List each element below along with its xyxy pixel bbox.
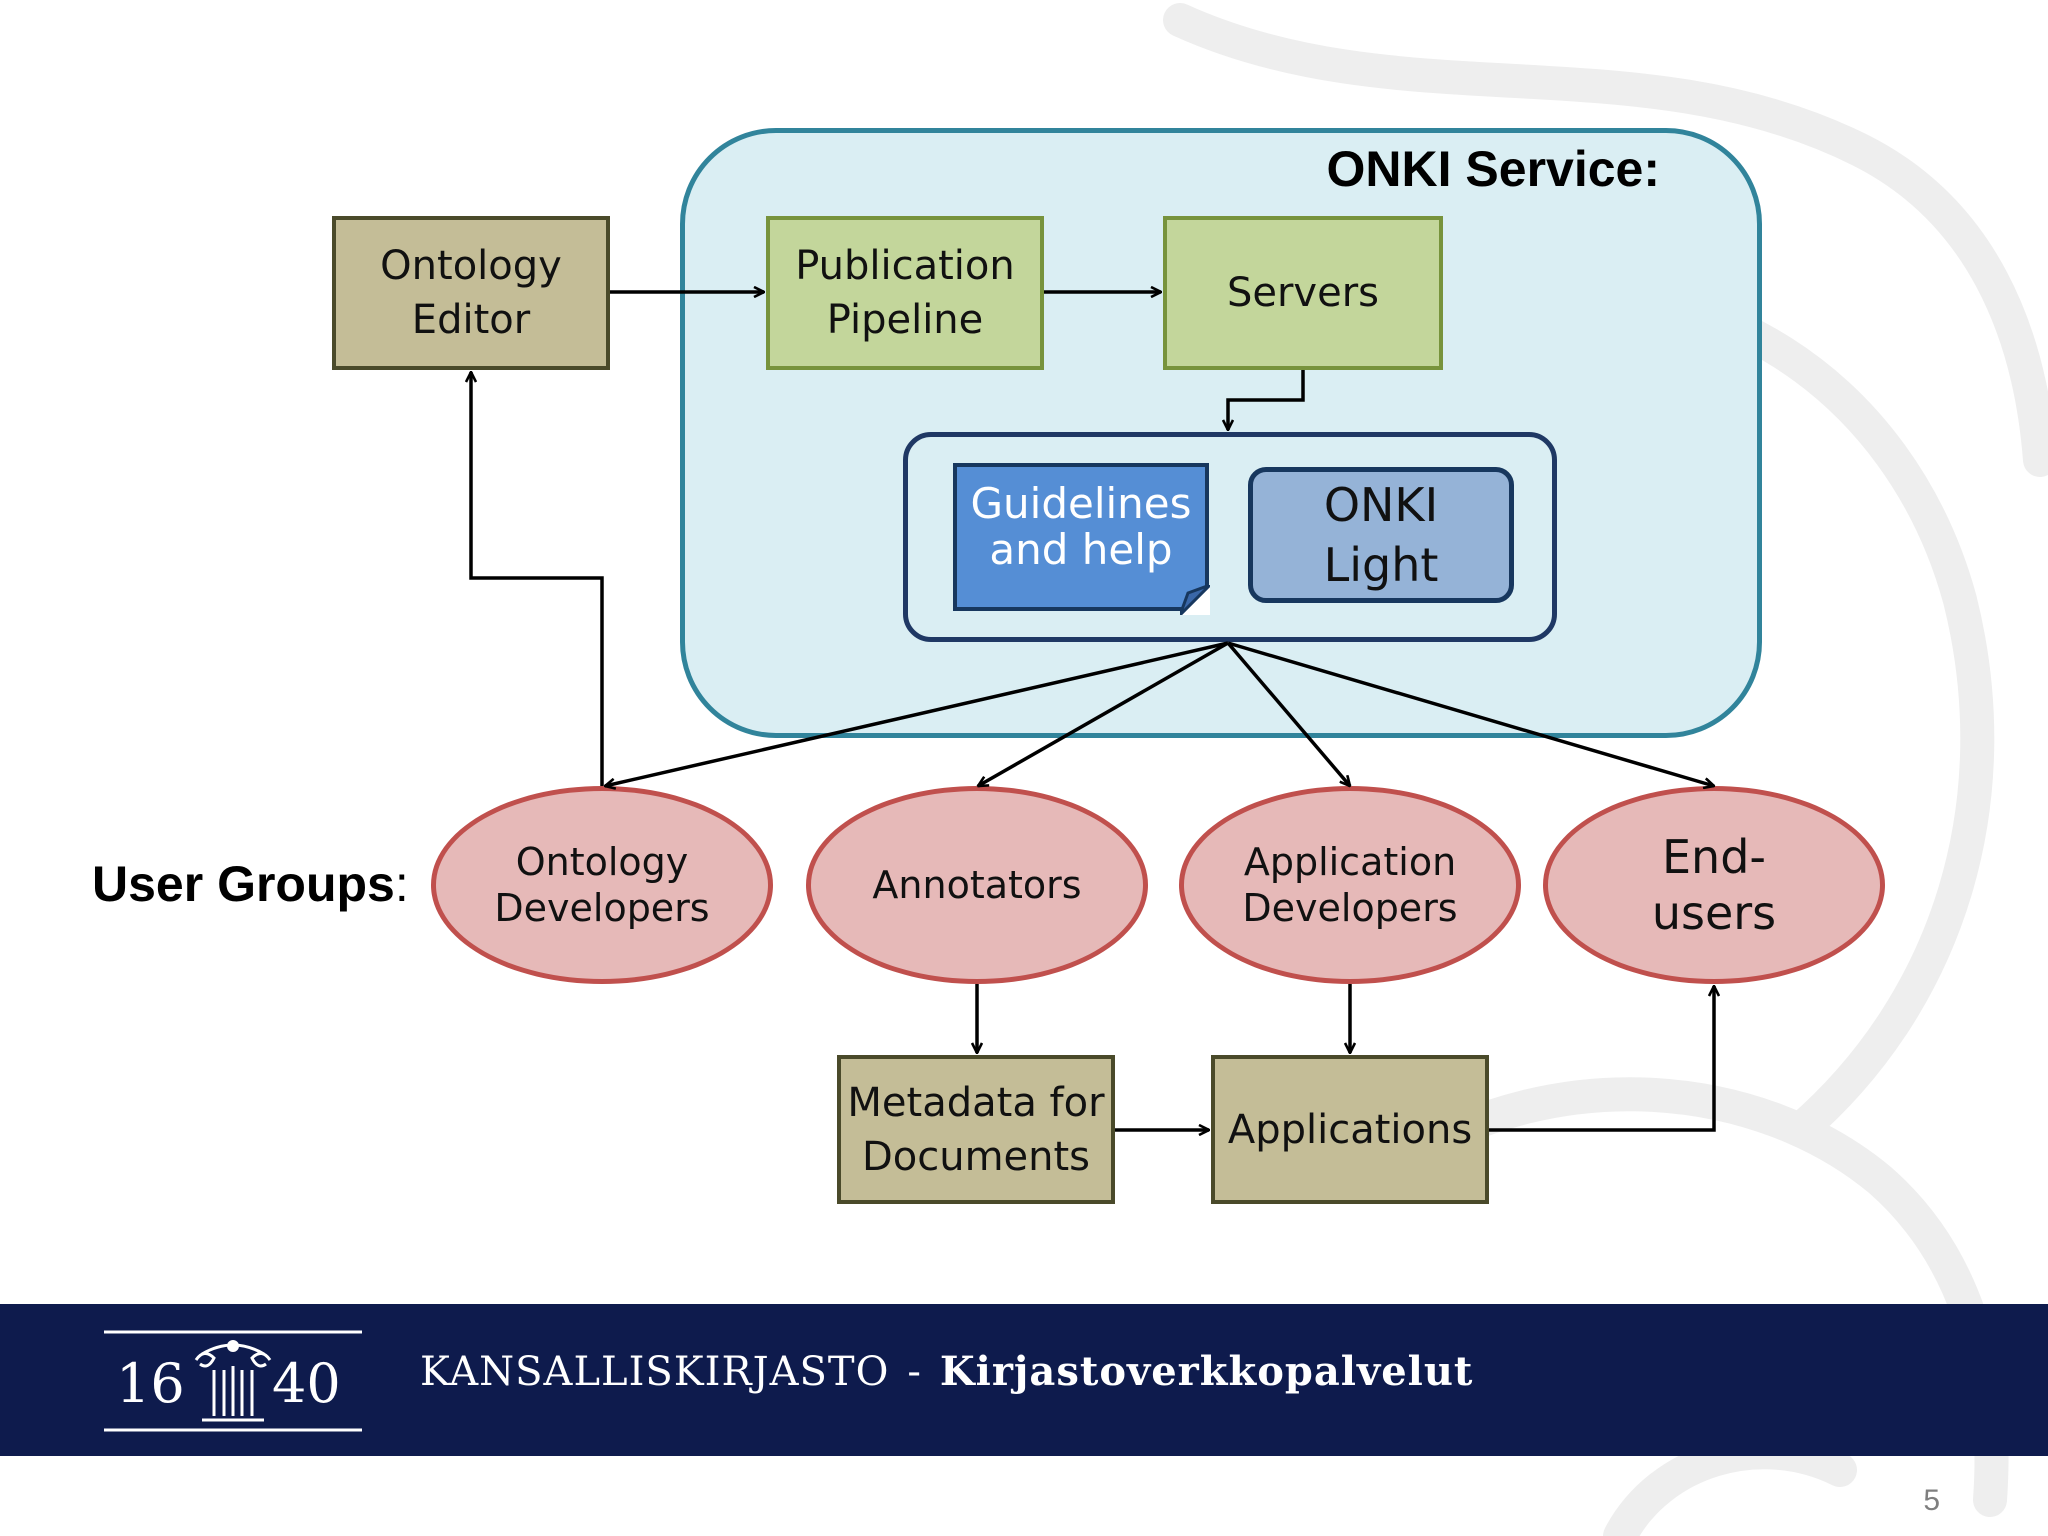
arrow-developers-to-editor (471, 372, 604, 786)
user-groups-text: User Groups (92, 856, 395, 912)
user-groups-colon: : (394, 856, 409, 912)
ontology-developers-ellipse[interactable]: Ontology Developers (431, 786, 773, 984)
arrow-to-end-users (1227, 641, 1714, 786)
servers-box[interactable]: Servers (1163, 216, 1443, 370)
footer-org: KANSALLISKIRJASTO (420, 1349, 890, 1395)
ontology-editor-box[interactable]: Ontology Editor (332, 216, 610, 370)
onki-light-box[interactable]: ONKI Light (1248, 467, 1514, 603)
page-number: 5 (1923, 1484, 1940, 1517)
arrow-applications-to-end-users (1489, 986, 1714, 1132)
onki-service-title: ONKI Service: (1326, 141, 1660, 197)
metadata-for-documents-box[interactable]: Metadata for Documents (837, 1055, 1115, 1204)
footer-title: KANSALLISKIRJASTO-Kirjastoverkkopalvelut (420, 1348, 1473, 1395)
svg-text:16: 16 (116, 1352, 185, 1415)
footer-unit: Kirjastoverkkopalvelut (939, 1348, 1474, 1395)
user-groups-label: User Groups: (92, 855, 409, 913)
library-logo: 16 40 (104, 1330, 362, 1432)
page-fold-corner (1180, 585, 1210, 615)
arrow-servers-to-access (1228, 370, 1305, 430)
publication-pipeline-box[interactable]: Publication Pipeline (766, 216, 1044, 370)
footer-bar: 16 40 KANSALLISKIRJASTO-Kirjastoverkkopa… (0, 1304, 2048, 1456)
arrow-to-ontology-developers (605, 641, 1229, 786)
arrow-to-application-developers (1226, 641, 1350, 786)
svg-text:40: 40 (272, 1352, 341, 1415)
arrow-to-annotators (978, 641, 1229, 788)
guidelines-help-box[interactable]: Guidelines and help (953, 463, 1209, 611)
application-developers-ellipse[interactable]: Application Developers (1179, 786, 1521, 984)
footer-separator: - (907, 1349, 922, 1395)
end-users-ellipse[interactable]: End- users (1543, 786, 1885, 984)
applications-box[interactable]: Applications (1211, 1055, 1489, 1204)
annotators-ellipse[interactable]: Annotators (806, 786, 1148, 984)
